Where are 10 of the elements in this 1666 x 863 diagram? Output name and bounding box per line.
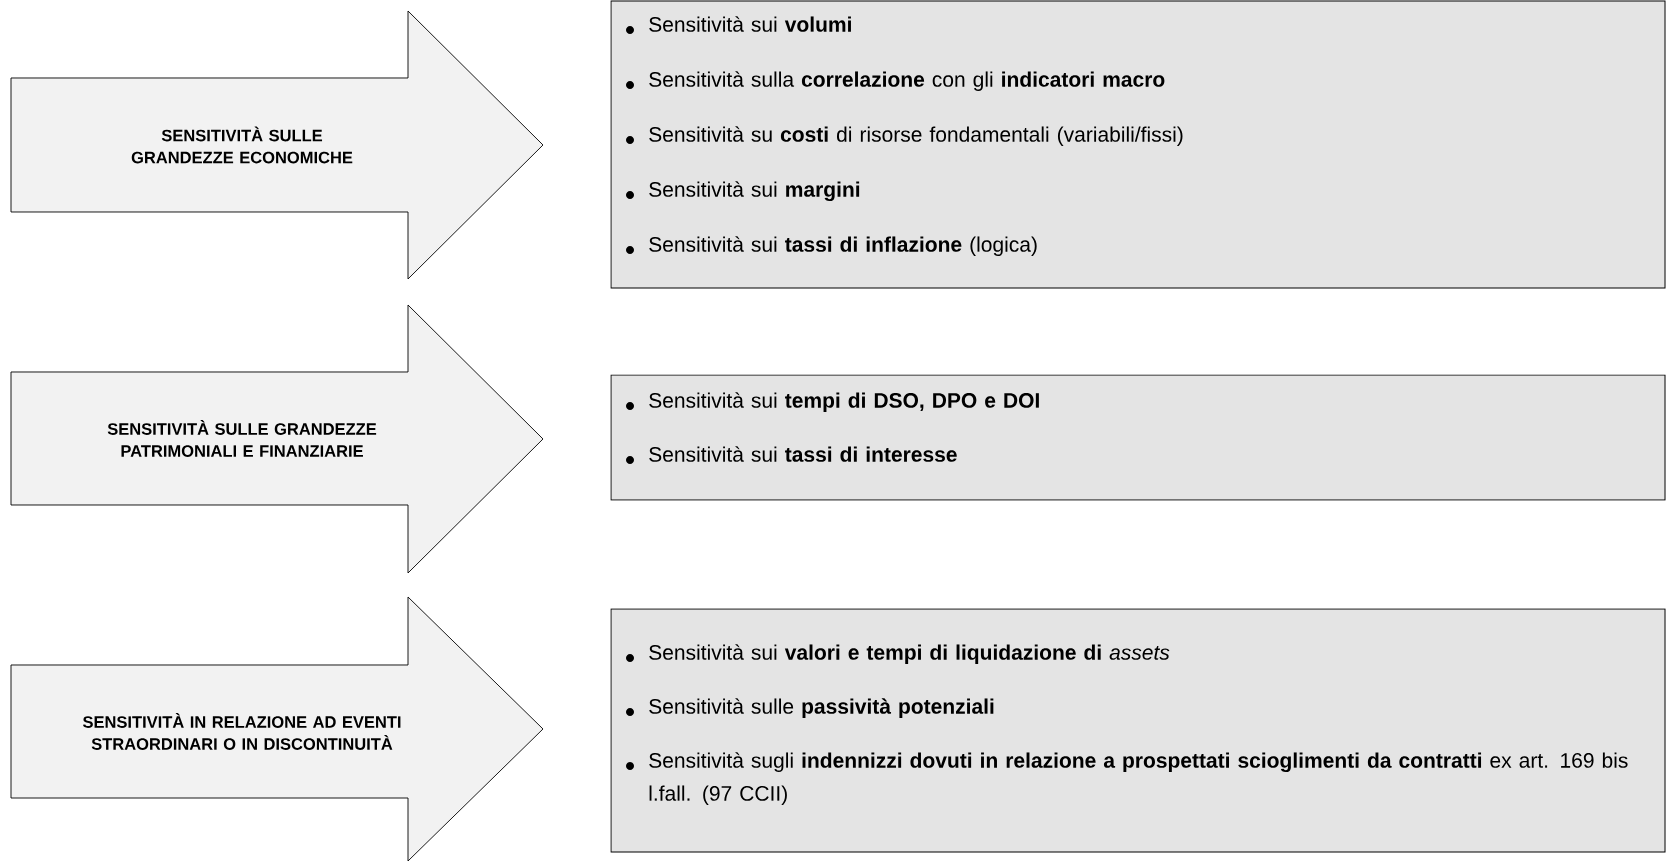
bullet-item: Sensitività sui volumi — [626, 16, 851, 34]
bullet-item: Sensitività sui valori e tempi di liquidazione di assets — [626, 644, 1170, 664]
bullet-item: Sensitività sui tassi di inflazione (logica) — [626, 236, 1037, 256]
bullet-item: Sensitività sulla correlazione con gli indicatori macro — [626, 71, 1165, 91]
bullet-item: Sensitività sui tassi di interesse — [626, 446, 957, 464]
bullet-item: Sensitività sui margini — [626, 181, 860, 202]
bullet-item: Sensitività su costi di risorse fondamentali (variabili/fissi) — [626, 126, 1183, 146]
bullet-item: Sensitività sui tempi di DSO, DPO e DOI — [626, 392, 1039, 412]
bullet-item: Sensitività sugli indennizzi dovuti in relazione a prospettati scioglimenti da contratti ex art. 169 bis l.fall. (97 CCII) — [626, 752, 1628, 805]
bullet-item: Sensitività sulle passività potenziali — [626, 698, 994, 718]
